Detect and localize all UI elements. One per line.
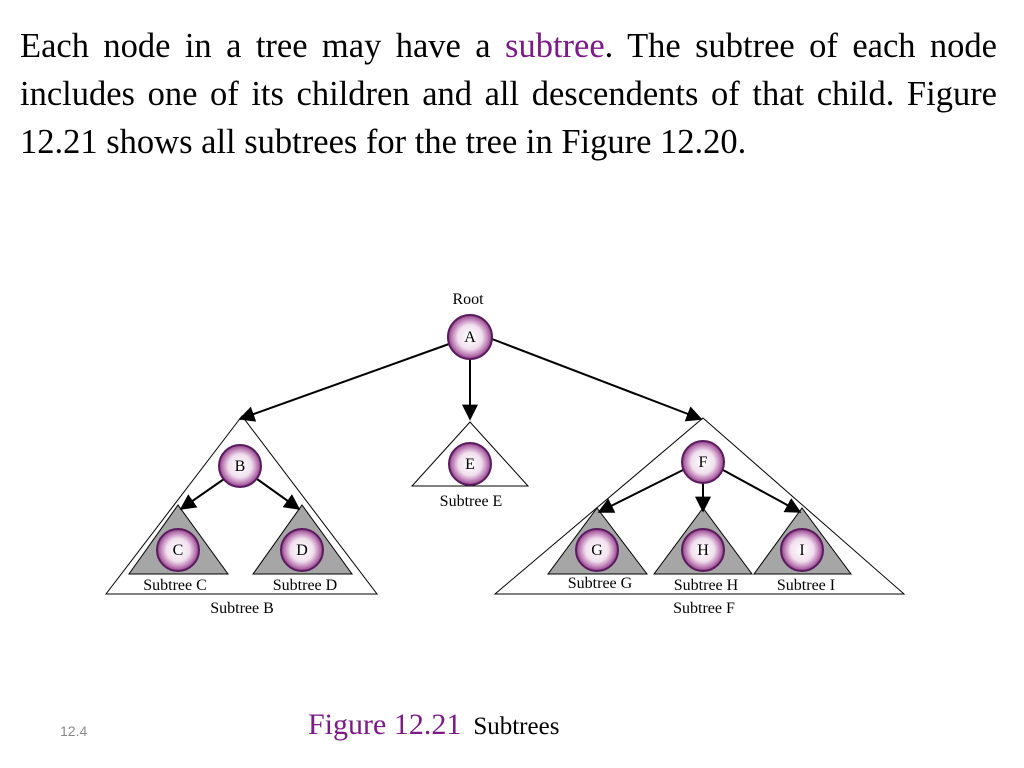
edge-b-d: [256, 478, 301, 510]
node-a: A: [447, 314, 493, 360]
node-f: F: [681, 440, 725, 484]
node-b: B: [218, 444, 262, 488]
subtree-e-label: Subtree E: [440, 493, 503, 510]
subtree-c-label: Subtree C: [143, 577, 207, 594]
root-label: Root: [452, 291, 484, 308]
para-text-after: . The subtree of each node includes one …: [20, 27, 997, 161]
node-i: I: [780, 528, 824, 572]
caption-figure-number: Figure 12.21: [308, 708, 462, 741]
subtree-g-label: Subtree G: [568, 575, 633, 592]
subtree-d-label: Subtree D: [273, 577, 337, 594]
edge-a-f: [491, 338, 703, 422]
subtree-f-label: Subtree F: [673, 600, 735, 617]
node-i-label: I: [799, 542, 804, 559]
subtree-b-label: Subtree B: [210, 600, 274, 617]
subtree-b-triangle: [104, 415, 379, 595]
edge-f-g: [597, 469, 684, 513]
node-e-label: E: [465, 456, 475, 473]
node-g: G: [575, 528, 619, 572]
node-d-label: D: [296, 542, 308, 559]
node-c-label: C: [173, 542, 184, 559]
node-b-label: B: [235, 458, 246, 475]
para-text-before: Each node in a tree may have a: [20, 27, 506, 65]
subtree-i-label: Subtree I: [777, 577, 835, 594]
subtree-h-label: Subtree H: [674, 577, 739, 594]
slide-number: 12.4: [60, 723, 88, 739]
caption-title: Subtrees: [473, 713, 560, 740]
figure-caption: Figure 12.21 Subtrees: [308, 708, 559, 742]
edge-f-i: [722, 469, 802, 513]
edge-b-c: [179, 478, 225, 510]
node-a-label: A: [464, 329, 476, 346]
node-g-label: G: [591, 542, 603, 559]
edge-a-b: [238, 343, 450, 422]
node-h: H: [681, 528, 725, 572]
node-d: D: [280, 528, 324, 572]
node-f-label: F: [699, 454, 708, 471]
node-c: C: [156, 528, 200, 572]
node-e: E: [448, 442, 492, 486]
node-h-label: H: [697, 542, 709, 559]
subtree-term: subtree: [505, 27, 605, 65]
intro-paragraph: Each node in a tree may have a subtree. …: [20, 22, 997, 166]
